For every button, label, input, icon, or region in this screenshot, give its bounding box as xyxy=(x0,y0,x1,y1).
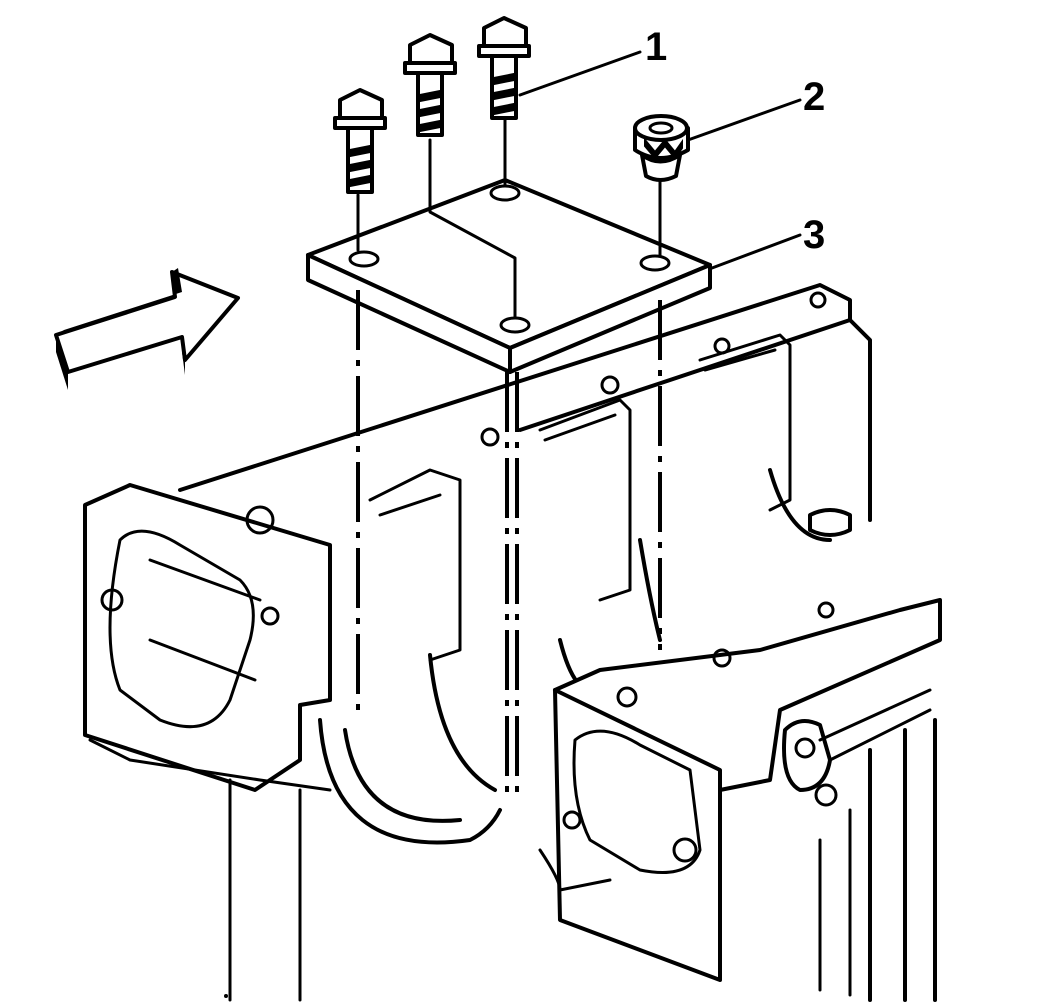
leader-lines xyxy=(518,50,802,270)
callout-2: 2 xyxy=(803,75,825,119)
engine-block xyxy=(83,283,942,1002)
center-lines xyxy=(356,118,662,800)
bolt-middle xyxy=(403,33,457,137)
callout-3: 3 xyxy=(803,213,825,257)
bolt-left xyxy=(333,88,387,194)
fixture-plate xyxy=(306,178,712,374)
sleeve-nut xyxy=(633,114,690,182)
callout-1: 1 xyxy=(645,25,667,69)
bolt-right xyxy=(477,16,531,120)
direction-arrow-icon xyxy=(54,268,240,390)
